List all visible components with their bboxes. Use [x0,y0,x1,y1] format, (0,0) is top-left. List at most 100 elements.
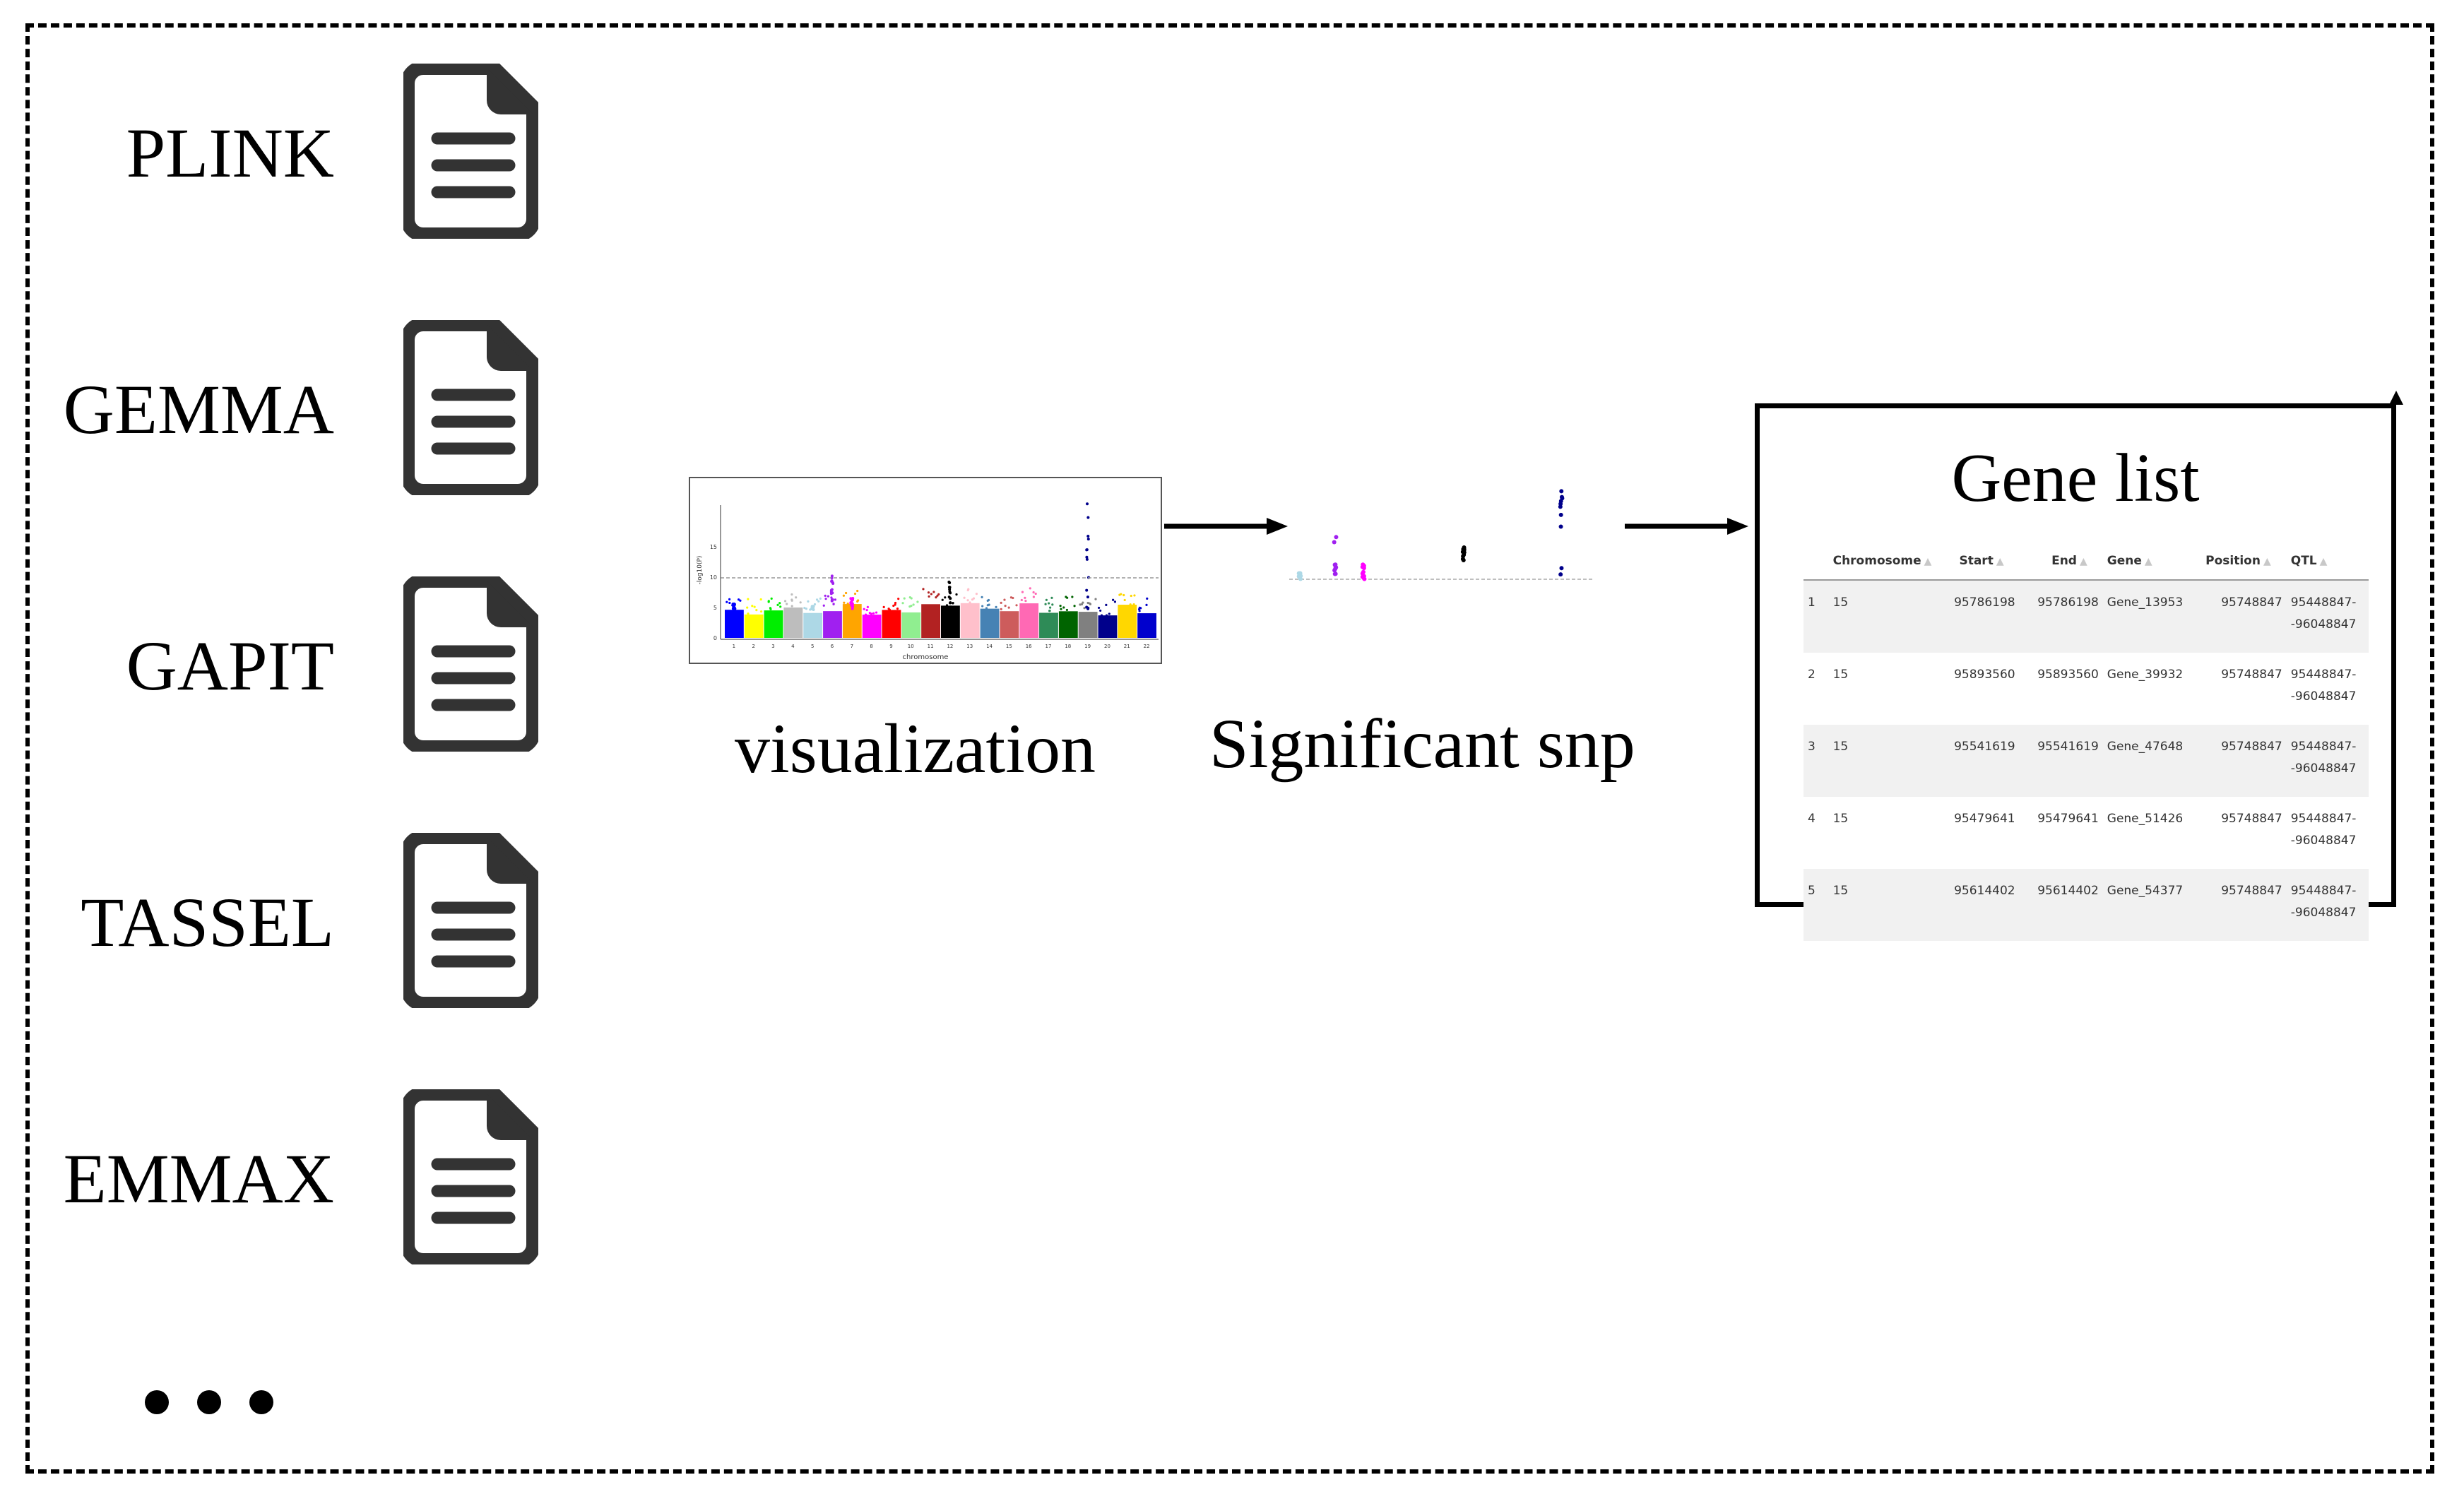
table-row[interactable]: 5 15 95614402 95614402 Gene_54377 957488… [1803,869,2369,941]
snp-point [875,611,878,614]
snp-point [830,596,833,599]
snp-peak-point [947,608,951,611]
x-tick-label: 6 [831,644,834,649]
chromosome-band [941,605,960,638]
snp-point [819,597,822,600]
significant-snp-point [1558,572,1563,577]
snp-point [1138,610,1141,612]
snp-peak-point [732,605,735,608]
snp-point [975,593,978,596]
snp-point [969,601,971,604]
snp-peak-point [949,597,952,600]
snp-peak-point [732,607,735,610]
column-header-gene[interactable]: Gene▲ [2102,543,2193,581]
snp-point [1044,603,1047,605]
column-header-end[interactable]: End▲ [2019,543,2103,581]
chromosome-band [803,612,823,638]
snp-point [1059,604,1062,608]
snp-point [1097,606,1101,610]
cell-end: 95893560 [2019,653,2103,725]
snp-peak-point [947,586,951,589]
snp-point [945,604,949,607]
snp-point [1060,608,1062,610]
chromosome-band [960,603,980,638]
snp-point [1146,597,1149,600]
snp-point [769,608,772,610]
snp-point [935,596,937,599]
cell-start: 95893560 [1936,653,2020,725]
chromosome-band [1098,615,1118,638]
snp-point [967,588,970,591]
snp-point [1024,596,1026,599]
snp-point [987,598,990,602]
snp-point [1004,605,1007,608]
significant-snp-point [1334,535,1339,540]
snp-point [985,607,988,610]
snp-point [856,600,859,603]
chromosome-band [1039,612,1058,638]
column-header-qtl[interactable]: QTL▲ [2286,543,2369,581]
snp-point [1145,603,1148,606]
snp-point [981,605,984,608]
x-tick-label: 15 [1006,644,1012,649]
chromosome-band [1137,613,1156,638]
snp-point [1111,598,1115,601]
snp-peak-point [810,605,814,609]
significant-snp-point [1559,489,1564,494]
x-tick-label: 5 [811,644,814,649]
corner-arrowhead-icon [2389,391,2403,405]
y-tick-label: 5 [713,605,717,611]
snp-point [753,605,756,608]
column-header-position[interactable]: Position▲ [2193,543,2287,581]
cell-index: 1 [1803,580,1829,653]
snp-point [1065,608,1069,612]
y-tick-label: 0 [713,635,717,641]
snp-point [786,603,788,605]
x-tick-label: 12 [947,644,953,649]
cell-end: 95786198 [2019,580,2103,653]
snp-point [778,602,781,605]
snp-point [1123,593,1125,597]
table-row[interactable]: 2 15 95893560 95893560 Gene_39932 957488… [1803,653,2369,725]
x-axis-label: chromosome [903,653,949,661]
column-header-chromosome[interactable]: Chromosome▲ [1828,543,1936,581]
snp-point [901,602,904,605]
snp-point [738,598,740,601]
snp-point [894,603,896,606]
snp-point [1086,601,1089,605]
snp-point [952,602,954,605]
snp-point [1071,596,1074,598]
chromosome-band [823,611,842,638]
column-header-start[interactable]: Start▲ [1936,543,2020,581]
snp-point [955,593,958,596]
y-tick-label: 10 [710,574,717,581]
y-axis-label: -log10(P) [697,556,704,585]
chromosome-band [1019,603,1039,638]
x-tick-label: 11 [928,644,934,649]
significant-snp-caption: Significant snp [1209,704,1635,783]
table-row[interactable]: 3 15 95541619 95541619 Gene_47648 957488… [1803,725,2369,797]
snp-point [1094,598,1097,600]
snp-point [1123,598,1126,602]
snp-point [728,598,731,601]
file-icon [403,64,538,239]
cell-chromosome: 15 [1828,797,1936,869]
snp-point [892,604,895,608]
snp-point [739,599,742,602]
snp-point [912,603,915,606]
snp-point [1048,602,1050,605]
significant-snp-point [1333,564,1338,569]
cell-end: 95541619 [2019,725,2103,797]
table-row[interactable]: 1 15 95786198 95786198 Gene_13953 957488… [1803,580,2369,653]
snp-point [1021,591,1024,593]
cell-qtl: 95448847--96048847 [2286,653,2369,725]
snp-point [844,591,848,595]
snp-point [824,598,827,600]
snp-point [966,599,969,602]
snp-peak-point [1085,548,1089,552]
snp-point [863,608,865,610]
significant-snp-point [1461,547,1466,552]
snp-point [1034,592,1037,596]
table-row[interactable]: 4 15 95479641 95479641 Gene_51426 957488… [1803,797,2369,869]
chromosome-band [783,607,803,638]
